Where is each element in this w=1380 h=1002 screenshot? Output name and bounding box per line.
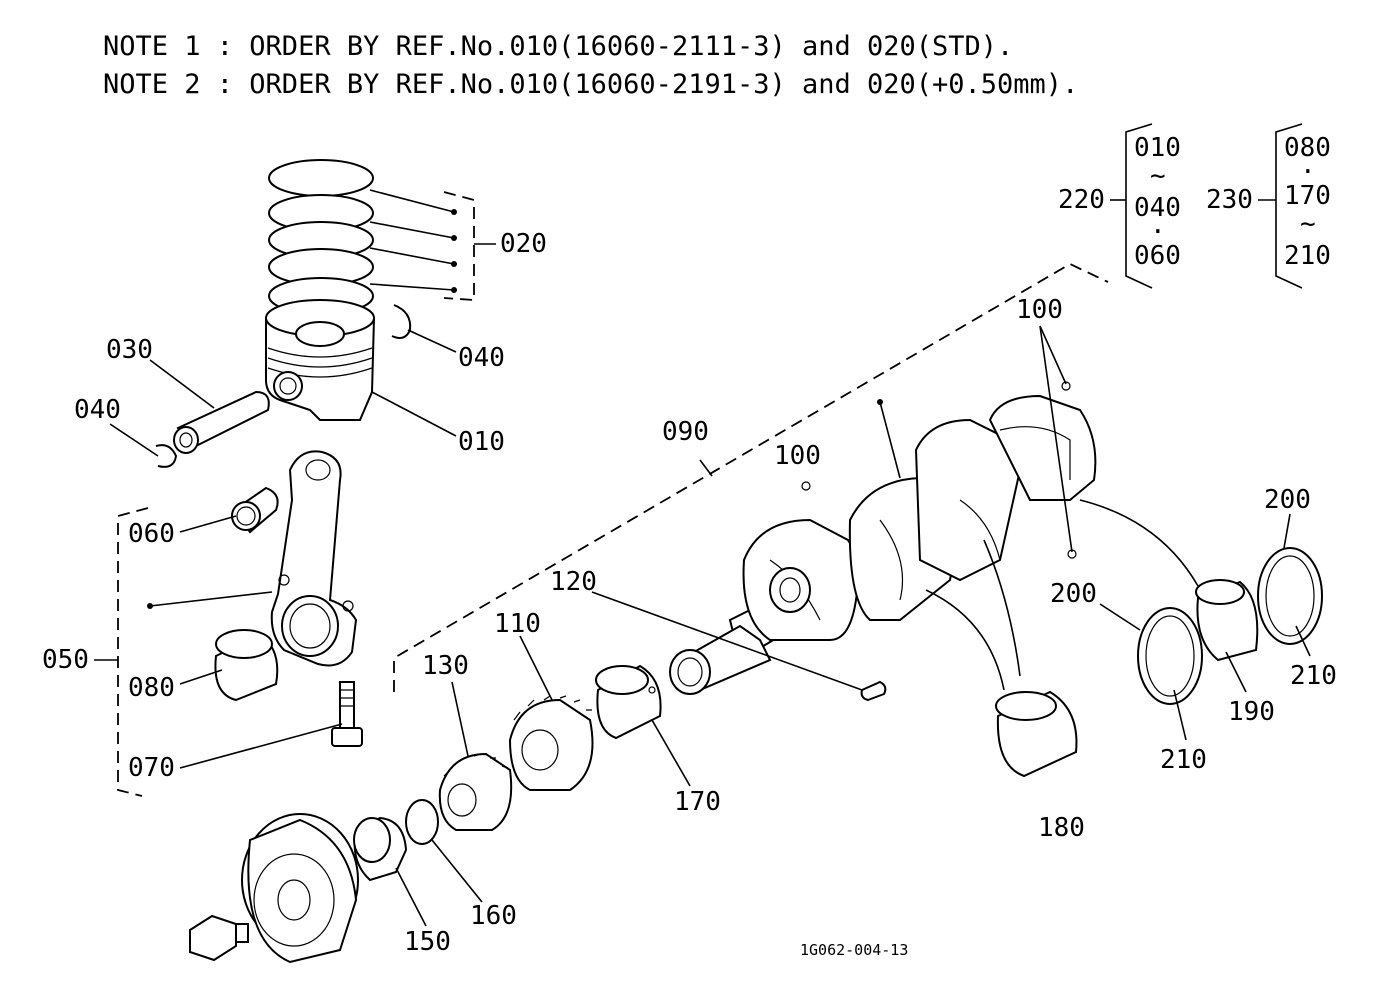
svg-text:·: · [1300,157,1316,187]
drawing-code: 1G062-004-13 [800,941,908,959]
label-080: 080 [128,673,175,703]
group-230-ref: 230 [1206,185,1253,215]
svg-text:170: 170 [1284,181,1331,211]
label-180: 180 [1038,813,1085,843]
label-150: 150 [404,927,451,957]
label-200-right: 200 [1264,485,1311,515]
group-220-ref: 220 [1058,185,1105,215]
rod-bolt[interactable] [331,681,363,747]
label-130: 130 [422,651,469,681]
label-210-left: 210 [1160,745,1207,775]
piston[interactable] [265,299,376,421]
crank-key[interactable] [860,680,887,702]
note-1: NOTE 1 : ORDER BY REF.No.010(16060-2111-… [103,31,1013,62]
crankshaft[interactable] [728,394,1097,662]
svg-text:080: 080 [1284,133,1331,163]
o-ring[interactable] [405,799,439,845]
rod-bearing[interactable] [214,629,279,702]
label-030: 030 [106,335,153,365]
main-bearing-rear[interactable] [1195,579,1259,662]
label-010: 010 [458,427,505,457]
piston-pin[interactable] [173,390,270,454]
label-160: 160 [470,901,517,931]
label-170: 170 [674,787,721,817]
label-210-right: 210 [1290,661,1337,691]
snap-ring-left[interactable] [155,444,178,468]
note-2: NOTE 2 : ORDER BY REF.No.010(16060-2191-… [103,69,1078,100]
small-end-bushing[interactable] [231,486,279,534]
svg-text:040: 040 [1134,193,1181,223]
crank-gear[interactable] [508,695,594,791]
label-120: 120 [550,567,597,597]
label-100-left: 100 [774,441,821,471]
crank-collar[interactable] [353,816,408,882]
label-190: 190 [1228,697,1275,727]
group-230: 230 080 · 170 ~ 210 [1206,123,1331,289]
label-110: 110 [494,609,541,639]
label-090: 090 [662,417,709,447]
label-050: 050 [42,645,89,675]
group-220: 220 010 ~ 040 · 060 [1058,123,1181,289]
label-200-left: 200 [1050,579,1097,609]
label-070: 070 [128,753,175,783]
label-040-right: 040 [458,343,505,373]
label-020: 020 [500,229,547,259]
connecting-rod[interactable] [270,450,358,667]
main-bearing-front[interactable] [595,664,662,740]
thrust-washer-lower[interactable] [1137,607,1203,705]
piston-rings[interactable] [268,159,374,315]
main-bearing-center[interactable] [995,690,1078,778]
label-060: 060 [128,519,175,549]
svg-text:010: 010 [1134,133,1181,163]
svg-text:·: · [1150,217,1166,247]
svg-text:~: ~ [1150,161,1166,191]
svg-text:210: 210 [1284,241,1331,271]
pulley-bolt[interactable] [189,914,249,962]
label-040-left: 040 [74,395,121,425]
snap-ring-right[interactable] [391,304,412,339]
label-100-right: 100 [1016,295,1063,325]
svg-text:060: 060 [1134,241,1181,271]
thrust-washer-upper[interactable] [1257,547,1323,645]
crank-spline[interactable] [669,624,772,695]
leader-lines [94,189,1311,927]
svg-text:~: ~ [1300,209,1316,239]
crank-pulley[interactable] [241,813,359,964]
oil-pump-gear[interactable] [438,752,513,831]
